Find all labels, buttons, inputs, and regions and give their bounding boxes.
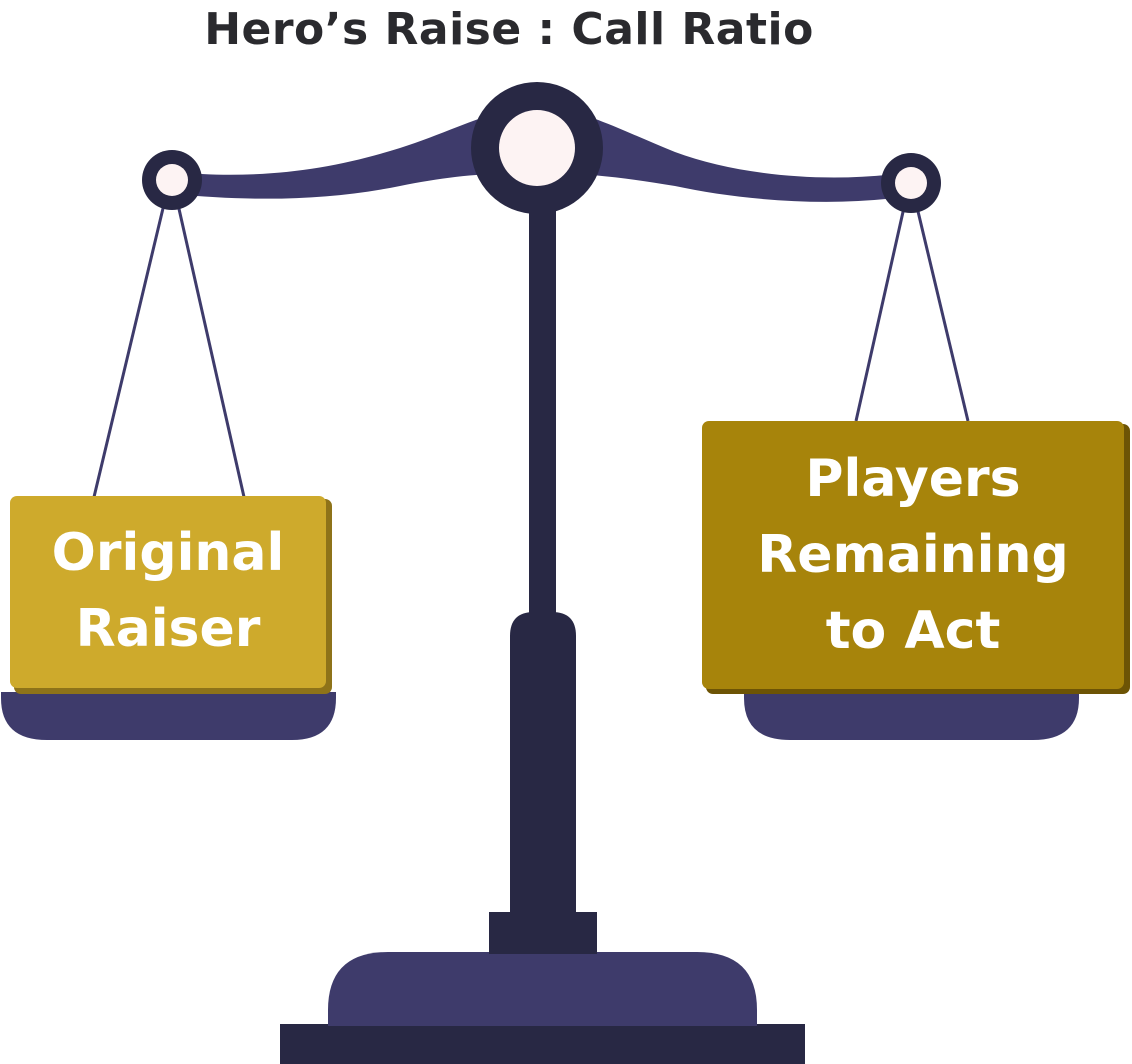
left-box-label: Original Raiser	[10, 496, 326, 686]
right-box-label: Players Remaining to Act	[702, 421, 1124, 688]
right-box-label-line: Remaining	[757, 524, 1069, 585]
left-box	[10, 496, 326, 688]
left-pan-string	[175, 199, 246, 498]
diagram-title: Hero’s Raise : Call Ratio	[204, 4, 814, 55]
scale-pivot-inner	[499, 110, 575, 186]
left-beam-knob-inner	[156, 164, 188, 196]
right-box-label-line: Players	[805, 448, 1021, 509]
right-box-label-line: to Act	[825, 600, 1001, 661]
right-pan-tray	[744, 690, 1079, 740]
left-box-label-line: Original	[51, 523, 285, 583]
right-box	[702, 421, 1124, 689]
left-pan-string	[92, 199, 167, 498]
left-box-label-line: Raiser	[75, 599, 261, 659]
right-pan-string	[914, 202, 970, 422]
scale-base-bottom	[280, 1024, 805, 1064]
right-beam-knob-inner	[895, 167, 927, 199]
scale-column-lower	[510, 612, 576, 916]
scale-column-upper	[529, 196, 556, 618]
right-pan-string	[854, 202, 907, 422]
scale-base-dome	[328, 952, 757, 1026]
scale-base-neck	[489, 912, 597, 954]
left-pan-tray	[1, 692, 336, 740]
